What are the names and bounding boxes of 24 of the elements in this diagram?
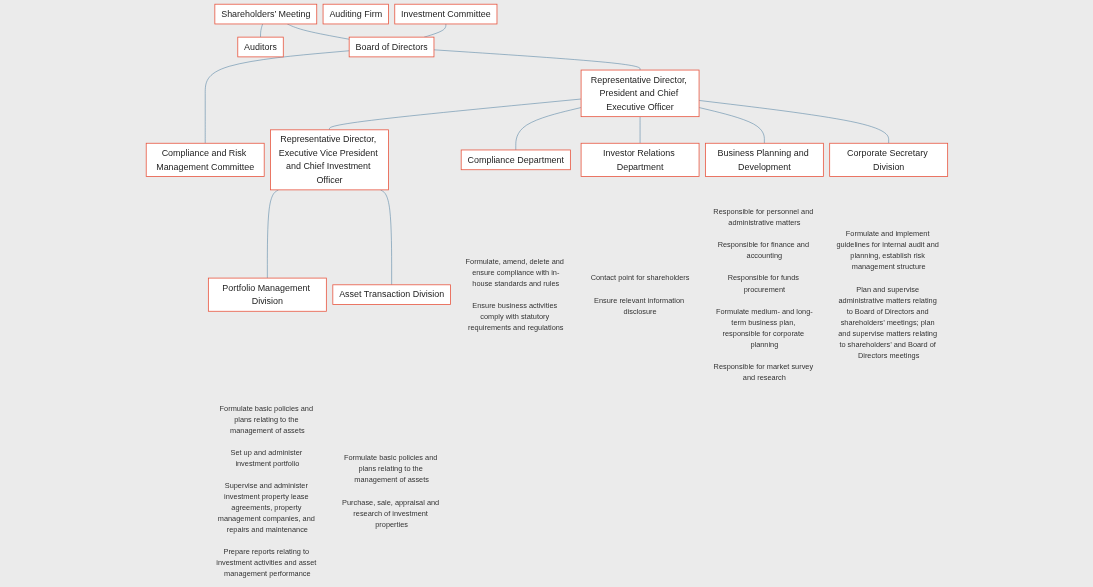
connector — [286, 23, 349, 40]
connector — [259, 23, 263, 38]
node-box: Auditing Firm — [322, 3, 389, 25]
node-box: Auditors — [236, 36, 284, 58]
node-box: Portfolio Management Division — [207, 277, 327, 312]
node-box: Representative Director, President and Chief Executive Officer — [580, 69, 700, 118]
node-box: Investor Relations Department — [580, 142, 700, 177]
connector — [698, 100, 889, 144]
node-box: Compliance Department — [460, 149, 571, 171]
connector — [328, 98, 581, 131]
node-box: Investment Committee — [393, 3, 497, 25]
node-box: Compliance and Risk Management Committee — [145, 142, 265, 177]
connector — [379, 189, 392, 286]
connector — [266, 189, 279, 279]
node-box: Representative Director, Executive Vice President and Chief Investment Officer — [269, 129, 389, 191]
node-box: Corporate Secretary Division — [828, 142, 948, 177]
connector — [433, 49, 640, 71]
node-box: Shareholders’ Meeting — [214, 3, 317, 25]
node-box: Business Planning and Development — [704, 142, 824, 177]
node-box: Asset Transaction Division — [332, 284, 451, 305]
connector — [515, 107, 581, 151]
connector — [698, 107, 765, 144]
connector — [204, 50, 349, 144]
node-box: Board of Directors — [348, 36, 434, 58]
